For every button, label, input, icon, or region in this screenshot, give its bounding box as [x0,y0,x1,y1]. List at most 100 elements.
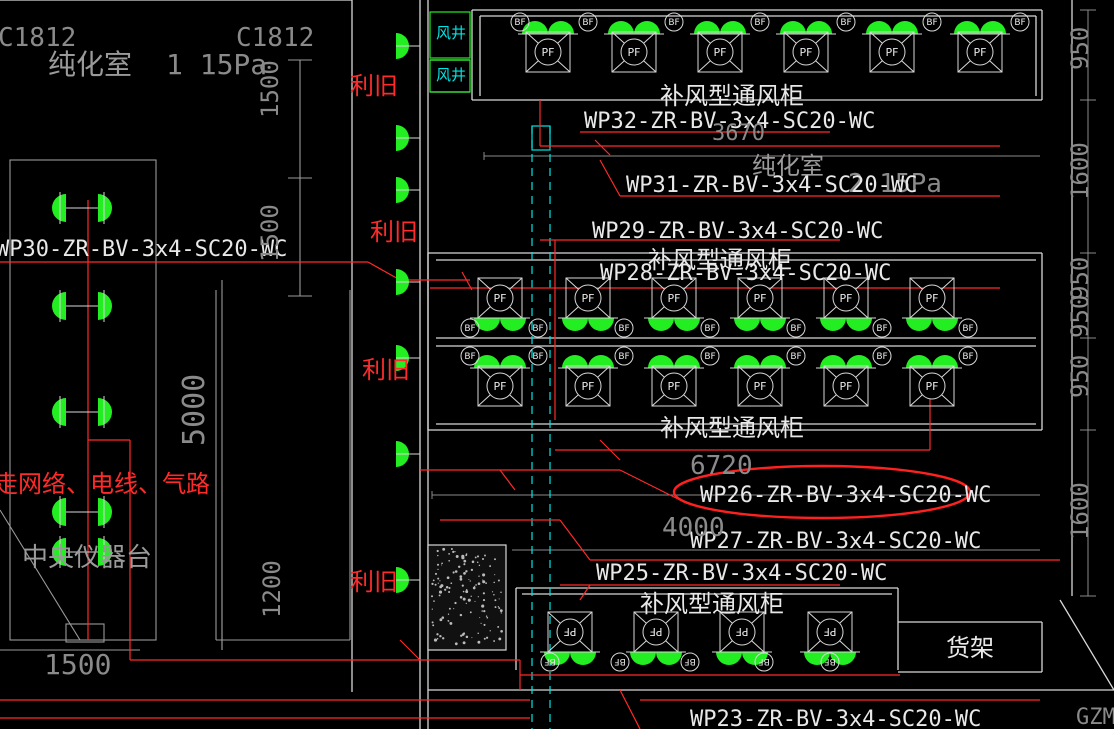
lamp-pair-icon [52,496,112,528]
svg-text:BF: BF [926,18,937,28]
svg-text:PF: PF [736,625,749,638]
circuit-wp32[interactable]: WP32-ZR-BV-3x4-SC20-WC [584,109,875,134]
svg-text:PF: PF [650,625,663,638]
duct-lines [531,125,551,729]
svg-text:BF: BF [962,324,973,334]
pf-icon: PF [909,365,955,407]
pf-icon: PF [547,611,593,653]
exhaust-lamp-icon [690,21,750,35]
bf-icon: BF [700,318,720,338]
pf-icon: PF [477,277,523,319]
svg-text:BF: BF [758,656,769,666]
exhaust-lamp-icon [626,651,686,665]
room-name-purify-2: 纯化室 [752,152,824,180]
bf-icon: BF [872,318,892,338]
pf-icon: PF [823,365,869,407]
svg-text:PF: PF [886,46,899,59]
svg-text:BF: BF [704,324,715,334]
bf-icon: BF [820,652,840,672]
highlight-ellipse[interactable] [672,464,972,520]
svg-text:BF: BF [464,324,475,334]
bf-icon: BF [872,346,892,366]
note-reuse-3: 利旧 [362,356,410,384]
room-code-2: C1812 [236,23,314,53]
pf-icon: PF [697,31,743,73]
svg-text:BF: BF [684,656,695,666]
note-pipes: 走网络、电线、气路 [0,470,210,498]
dim-1500-mid: 1500 [256,204,284,262]
bench-outlines [0,59,351,651]
svg-text:PF: PF [800,46,813,59]
pf-icon: PF [719,611,765,653]
svg-text:PF: PF [582,292,595,305]
dim-6720: 6720 [690,451,753,481]
pf-icon: PF [957,31,1003,73]
svg-text:BF: BF [668,18,679,28]
svg-text:PF: PF [926,380,939,393]
wall-lamp-icon [396,269,420,295]
svg-text:BF: BF [824,656,835,666]
circuit-wp28[interactable]: WP28-ZR-BV-3x4-SC20-WC [600,261,891,286]
wiring [0,100,1060,729]
circuit-wp25[interactable]: WP25-ZR-BV-3x4-SC20-WC [596,561,887,586]
exhaust-lamp-icon [540,651,600,665]
svg-text:BF: BF [532,352,543,362]
exhaust-lamp-icon [558,317,618,331]
svg-text:PF: PF [542,46,555,59]
cabinet-label-top: 补风型通风柜 [660,82,804,110]
svg-text:BF: BF [464,352,475,362]
exhaust-lamp-icon [470,355,530,369]
bf-icon: BF [786,346,806,366]
exhaust-lamp-icon [470,317,530,331]
pf-icon: PF [651,365,697,407]
svg-text:BF: BF [754,18,765,28]
bf-icon: BF [786,318,806,338]
lamp-pair-icon [52,396,112,428]
bf-icon: BF [680,652,700,672]
svg-text:BF: BF [840,18,851,28]
pf-icon: PF [525,31,571,73]
lamp-pair-icon [52,536,112,568]
lamp-pair-icon [52,192,112,224]
wall-lamp-icon [396,125,420,151]
bf-icon: BF [610,652,630,672]
circuit-wp27[interactable]: WP27-ZR-BV-3x4-SC20-WC [690,529,981,554]
bf-icon: BF [700,346,720,366]
bf-icon: BF [528,318,548,338]
bf-icon: BF [922,12,942,32]
dimension-lines [431,9,1096,597]
exhaust-lamp-icon [816,355,876,369]
pf-icon: PF [869,31,915,73]
circuit-wp26[interactable]: WP26-ZR-BV-3x4-SC20-WC [700,483,991,508]
svg-text:PF: PF [754,292,767,305]
exhaust-lamp-icon [816,317,876,331]
dim-1500-bottom: 1500 [44,648,111,681]
bf-icon: BF [958,318,978,338]
svg-text:BF: BF [1014,18,1025,28]
svg-text:BF: BF [532,324,543,334]
note-reuse-2: 利旧 [370,218,418,246]
circuit-wp31[interactable]: WP31-ZR-BV-3x4-SC20-WC [626,173,917,198]
bf-icon: BF [540,652,560,672]
corner-code: GZM [1076,705,1114,729]
svg-text:PF: PF [494,380,507,393]
wall-lamp-icon [396,345,420,371]
central-bench-label: 中央仪器台 [22,543,152,573]
pf-icon: PF [651,277,697,319]
dim-4000: 4000 [662,513,725,543]
svg-text:PF: PF [824,625,837,638]
svg-text:BF: BF [790,352,801,362]
dim-1200: 1200 [258,560,286,618]
pf-icon: PF [909,277,955,319]
circuit-wp23[interactable]: WP23-ZR-BV-3x4-SC20-WC [690,707,981,729]
circuit-wp30[interactable]: WP30-ZR-BV-3x4-SC20-WC [0,237,287,262]
svg-text:PF: PF [840,380,853,393]
svg-text:BF: BF [876,352,887,362]
dim-right-950-a: 950 [1066,27,1094,70]
circuit-wp29[interactable]: WP29-ZR-BV-3x4-SC20-WC [592,219,883,244]
bf-icon: BF [614,346,634,366]
svg-text:BF: BF [614,656,625,666]
